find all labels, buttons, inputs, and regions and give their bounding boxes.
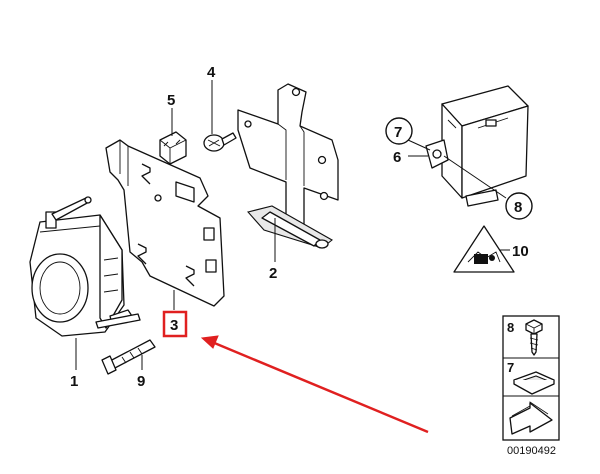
part-3-plate[interactable] xyxy=(105,139,225,307)
part-10-warning-label[interactable] xyxy=(453,225,515,273)
nut-clip-icon xyxy=(513,371,555,395)
label-8: 8 xyxy=(514,199,522,216)
legend-item-7[interactable]: 7 xyxy=(507,360,555,395)
red-pointer-arrow xyxy=(200,335,429,434)
legend-item-8[interactable]: 8 xyxy=(507,319,543,356)
label-3-highlight[interactable]: 3 xyxy=(162,310,188,338)
label-1[interactable]: 1 xyxy=(70,373,78,390)
label-2[interactable]: 2 xyxy=(269,265,277,282)
part-4-screw[interactable] xyxy=(203,132,237,152)
part-2-bracket[interactable] xyxy=(237,83,339,249)
leader-lines xyxy=(75,80,510,370)
legend-panel: 8 7 xyxy=(502,315,560,441)
label-5[interactable]: 5 xyxy=(167,92,175,109)
label-6[interactable]: 6 xyxy=(393,149,401,166)
label-7-circle[interactable]: 7 xyxy=(385,117,413,145)
part-9-bolt[interactable] xyxy=(101,339,156,375)
label-10[interactable]: 10 xyxy=(512,243,529,260)
diagram-code: 00190492 xyxy=(507,445,556,457)
label-3: 3 xyxy=(170,317,178,334)
part-control-unit[interactable] xyxy=(425,85,529,207)
label-8-circle[interactable]: 8 xyxy=(505,192,533,220)
part-5-clip[interactable] xyxy=(159,131,187,165)
direction-arrow-icon xyxy=(509,401,553,435)
warning-triangle-icon xyxy=(467,251,501,264)
legend-label-7: 7 xyxy=(507,360,514,375)
label-4[interactable]: 4 xyxy=(207,64,216,81)
screw-icon xyxy=(525,319,543,356)
legend-label-8: 8 xyxy=(507,320,514,335)
label-9[interactable]: 9 xyxy=(137,373,145,390)
part-1-sensor[interactable] xyxy=(29,196,141,337)
label-7: 7 xyxy=(394,124,402,141)
